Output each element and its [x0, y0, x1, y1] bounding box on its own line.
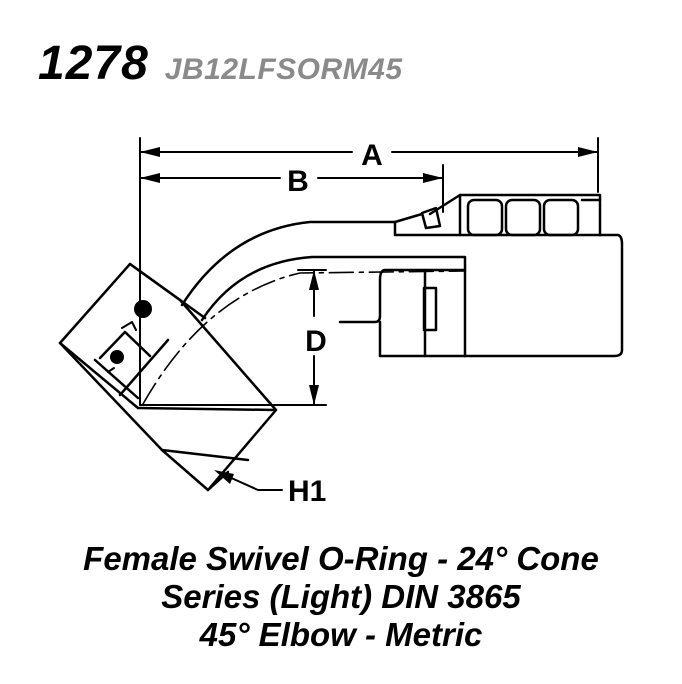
dimension-a-label: A: [361, 139, 383, 172]
dimension-d-label: D: [305, 325, 327, 358]
swivel-nut: [58, 262, 278, 492]
part-code: JB12LFSORM45: [164, 53, 403, 86]
o-ring-markers: [107, 300, 152, 373]
title-block: 1278 JB12LFSORM45: [38, 36, 403, 96]
o-ring-small-icon: [110, 350, 124, 364]
description-line-1: Female Swivel O-Ring - 24° Cone: [83, 540, 599, 577]
dimension-a: A: [139, 137, 599, 406]
o-ring-large-icon: [134, 300, 152, 318]
dimension-b-label: B: [287, 165, 309, 198]
dimension-b: B: [139, 164, 444, 213]
dimension-h1-label: H1: [288, 475, 326, 508]
fitting-description: Female Swivel O-Ring - 24° Cone Series (…: [0, 540, 682, 654]
crimp-socket: [420, 193, 624, 358]
dimension-d: D: [139, 269, 327, 406]
description-line-3: 45° Elbow - Metric: [199, 616, 483, 653]
dimension-h1: H1: [214, 470, 326, 508]
part-number: 1278: [38, 37, 149, 90]
centerline: [142, 270, 466, 405]
elbow-body: [180, 212, 602, 358]
description-line-2: Series (Light) DIN 3865: [161, 578, 521, 615]
